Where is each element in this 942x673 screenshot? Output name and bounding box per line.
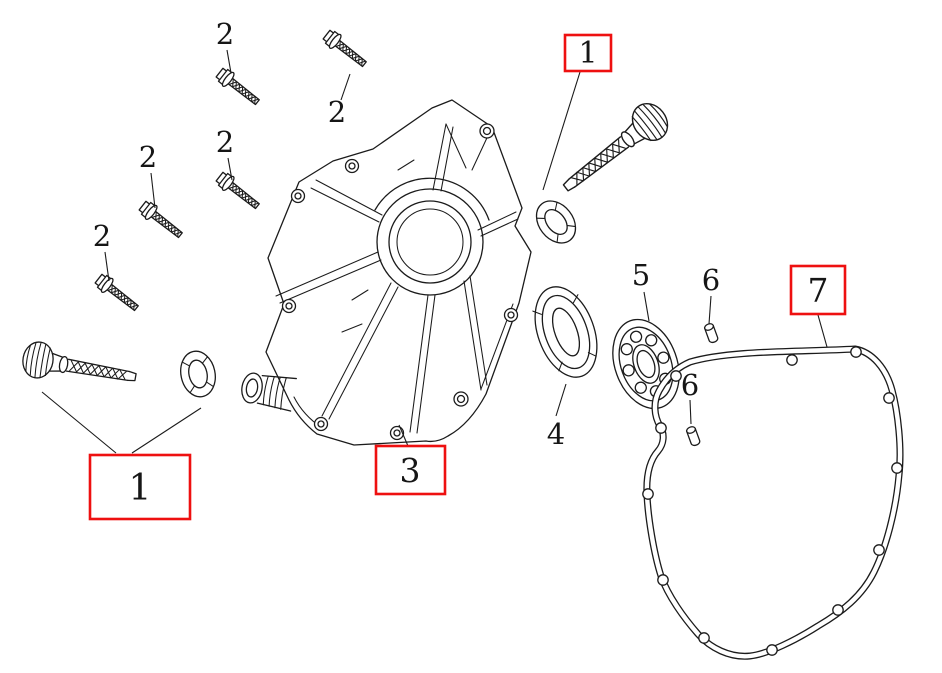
callout-1-left[interactable]: 1 [88,453,192,521]
oil-filler-cap-left [19,339,140,396]
gasket-bolt-holes [642,346,903,656]
callout-2-b[interactable]: 2 [328,95,346,129]
callout-3[interactable]: 3 [374,444,447,496]
cover-ribs [275,123,519,434]
callout-2-a[interactable]: 2 [216,17,234,51]
flange-bolt [213,65,264,110]
callout-1-upper[interactable]: 1 [563,33,613,73]
callout-1-left-box[interactable] [88,453,192,521]
oil-filler-cap-upper [553,96,676,204]
callout-2-c[interactable]: 2 [216,125,234,159]
callout-5[interactable]: 5 [632,258,650,292]
callout-1-left-label: 1 [129,468,152,509]
flange-bolt [92,271,143,316]
oil-seal [532,286,598,378]
cover-center-bore [374,177,490,296]
callout-1-upper-box[interactable] [563,33,613,73]
seal-washer-upper [527,192,585,252]
seal-washer-left [175,347,221,401]
callout-3-label: 3 [400,451,421,490]
callout-2-d[interactable]: 2 [139,140,157,174]
oil-filler-neck [241,372,297,412]
callout-7[interactable]: 7 [789,264,847,316]
callout-4[interactable]: 4 [547,417,565,451]
flange-bolt [320,27,371,72]
flange-bolt [136,198,187,243]
leader-lines [41,49,828,454]
callout-3-box[interactable] [374,444,447,496]
dowel-pin-upper [703,321,720,345]
ball-bearing [612,318,680,410]
crankcase-side-cover [241,99,532,446]
callout-2-e[interactable]: 2 [93,219,111,253]
cover-gasket [642,345,904,660]
callout-6-upper[interactable]: 6 [702,263,720,297]
dowel-pin-lower [685,424,702,448]
callout-1-upper-label: 1 [578,36,597,71]
cover-bolt-bosses [281,123,519,441]
callout-7-label: 7 [808,271,829,310]
callout-6-lower[interactable]: 6 [681,368,699,402]
callout-7-box[interactable] [789,264,847,316]
flange-bolt [213,169,264,214]
